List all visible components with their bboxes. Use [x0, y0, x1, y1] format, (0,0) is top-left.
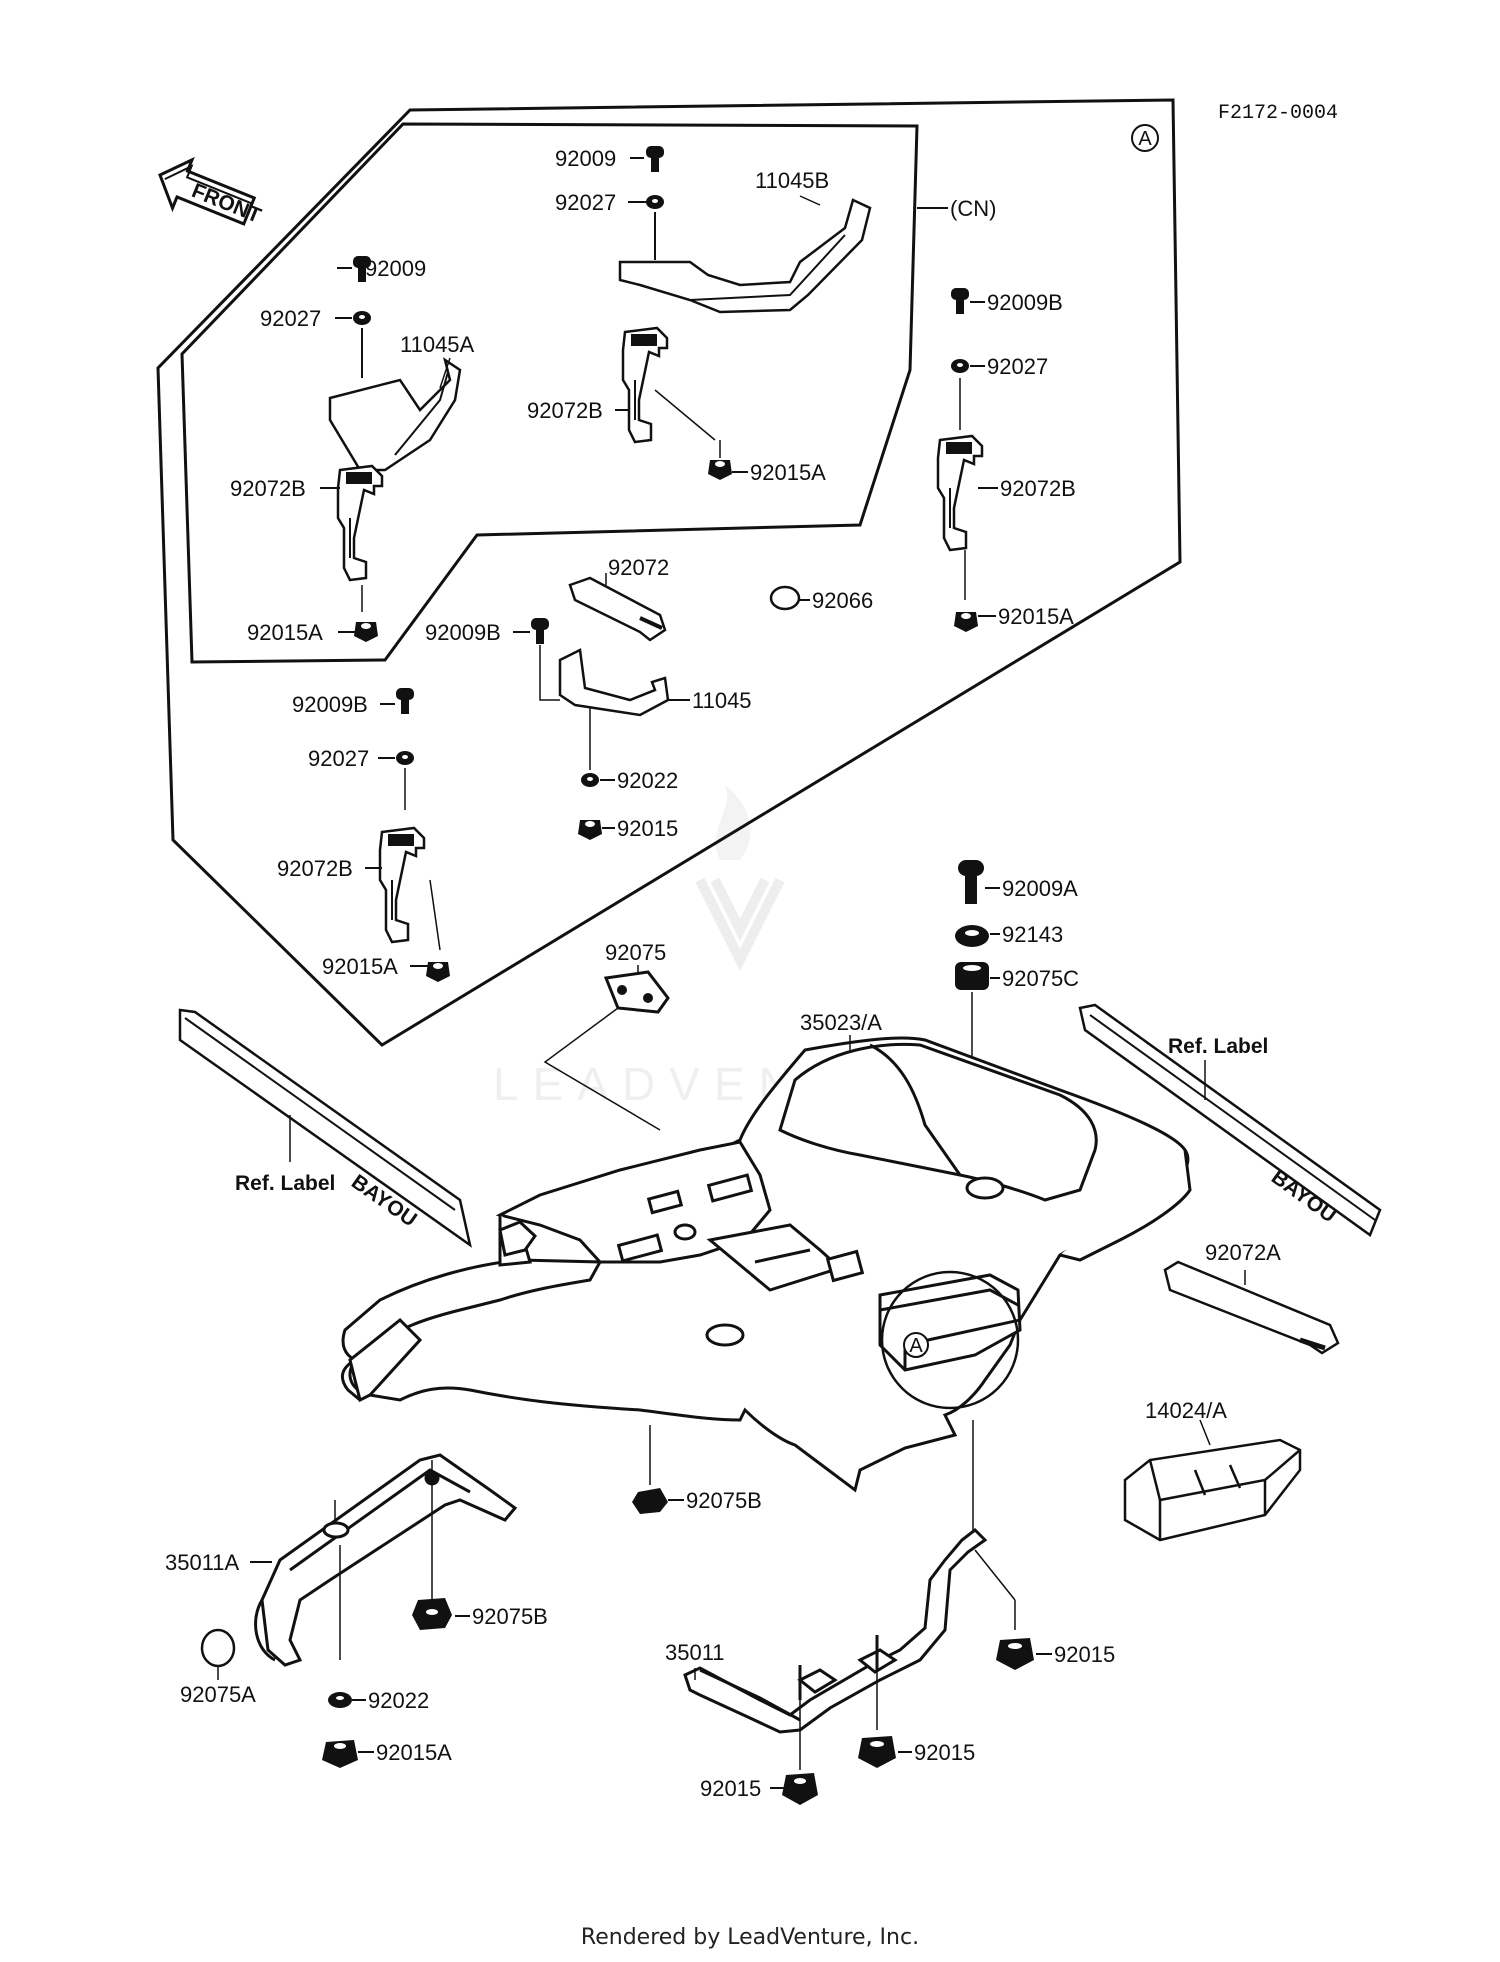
label-92015A-low: 92015A — [322, 954, 398, 979]
bracket-35011A — [254, 1453, 518, 1667]
svg-text:A: A — [1138, 128, 1152, 150]
label-92027-right: 92027 — [987, 354, 1048, 379]
clip-right-group — [936, 288, 984, 632]
label-92075B-left: 92075B — [472, 1604, 548, 1629]
label-92072B-right: 92072B — [1000, 476, 1076, 501]
label-92027-top: 92027 — [555, 190, 616, 215]
bracket-11045A — [328, 256, 462, 642]
label-92015-bottom-mid: 92015 — [914, 1740, 975, 1765]
ref-label-right: Ref. Label — [1168, 1035, 1268, 1058]
clip-lower-group — [378, 688, 450, 982]
label-92015A-left: 92015A — [247, 620, 323, 645]
decal-right: BAYOU — [1078, 1003, 1382, 1237]
label-92009B-right: 92009B — [987, 290, 1063, 315]
label-92075C: 92075C — [1002, 966, 1079, 991]
diagram-code: F2172-0004 — [1218, 102, 1338, 125]
detail-marker-top: A — [1131, 124, 1159, 152]
bracket-11045B — [618, 146, 872, 480]
front-arrow-icon: FRONT — [158, 156, 264, 228]
label-92009B-low: 92009B — [292, 692, 368, 717]
cn-note: (CN) — [950, 196, 996, 221]
label-92027-left: 92027 — [260, 306, 321, 331]
label-92143: 92143 — [1002, 922, 1063, 947]
detail-boundary-outer — [156, 98, 1182, 1047]
label-92009-top: 92009 — [555, 146, 616, 171]
clip-nut-92075B-center — [632, 1425, 668, 1514]
cap-92075A — [200, 1628, 236, 1680]
label-11045: 11045 — [692, 688, 752, 713]
label-92066: 92066 — [812, 588, 873, 613]
label-92015A-bottom: 92015A — [376, 1740, 452, 1765]
strap-92072A — [1163, 1260, 1340, 1355]
nut-92015-bottom — [782, 1773, 818, 1805]
nut-92015-bottom-mid — [858, 1736, 896, 1768]
label-14024A: 14024/A — [1145, 1398, 1227, 1423]
label-92072: 92072 — [608, 555, 669, 580]
label-92072A: 92072A — [1205, 1240, 1281, 1265]
label-92015-right: 92015 — [1054, 1642, 1115, 1667]
plug-92066 — [769, 585, 801, 611]
label-92075A: 92075A — [180, 1682, 256, 1707]
label-92072B-left: 92072B — [230, 476, 306, 501]
label-92009B-center: 92009B — [425, 620, 501, 645]
label-92075B-center: 92075B — [686, 1488, 762, 1513]
clip-nut-92075B-left — [412, 1598, 452, 1630]
label-92015-center: 92015 — [617, 816, 678, 841]
strap-92072 — [568, 573, 667, 642]
svg-text:A: A — [909, 1335, 923, 1357]
rear-fender — [341, 1036, 1192, 1493]
label-92072B-low: 92072B — [277, 856, 353, 881]
nut-92015-right — [996, 1638, 1034, 1670]
nut-92015A-bottom — [322, 1740, 358, 1768]
label-92015A-mid: 92015A — [750, 460, 826, 485]
fastener-stack-right — [955, 860, 989, 1175]
cover-14024A — [1123, 1438, 1302, 1542]
label-35011A: 35011A — [165, 1550, 240, 1575]
bracket-11045 — [531, 618, 670, 840]
label-92022-center: 92022 — [617, 768, 678, 793]
label-92072B-mid: 92072B — [527, 398, 603, 423]
label-35011: 35011 — [665, 1640, 725, 1665]
label-11045B: 11045B — [755, 168, 829, 193]
label-92015A-right: 92015A — [998, 604, 1074, 629]
label-11045A: 11045A — [400, 332, 475, 357]
ref-label-left: Ref. Label — [235, 1172, 335, 1195]
label-92015-bottom: 92015 — [700, 1776, 761, 1801]
detail-circle-fender: A — [880, 1270, 1020, 1410]
bracket-35011 — [683, 1528, 988, 1734]
label-92022-low: 92022 — [368, 1688, 429, 1713]
label-92009-left: 92009 — [365, 256, 426, 281]
label-92075: 92075 — [605, 940, 666, 965]
label-92009A: 92009A — [1002, 876, 1078, 901]
label-35023A: 35023/A — [800, 1010, 882, 1035]
detail-boundary-cn — [180, 122, 919, 664]
washer-92022-low — [328, 1692, 352, 1708]
footer-credit: Rendered by LeadVenture, Inc. — [580, 1925, 920, 1950]
pad-92075 — [543, 970, 670, 1131]
decal-left: BAYOU — [178, 1008, 472, 1248]
label-92027-low: 92027 — [308, 746, 369, 771]
